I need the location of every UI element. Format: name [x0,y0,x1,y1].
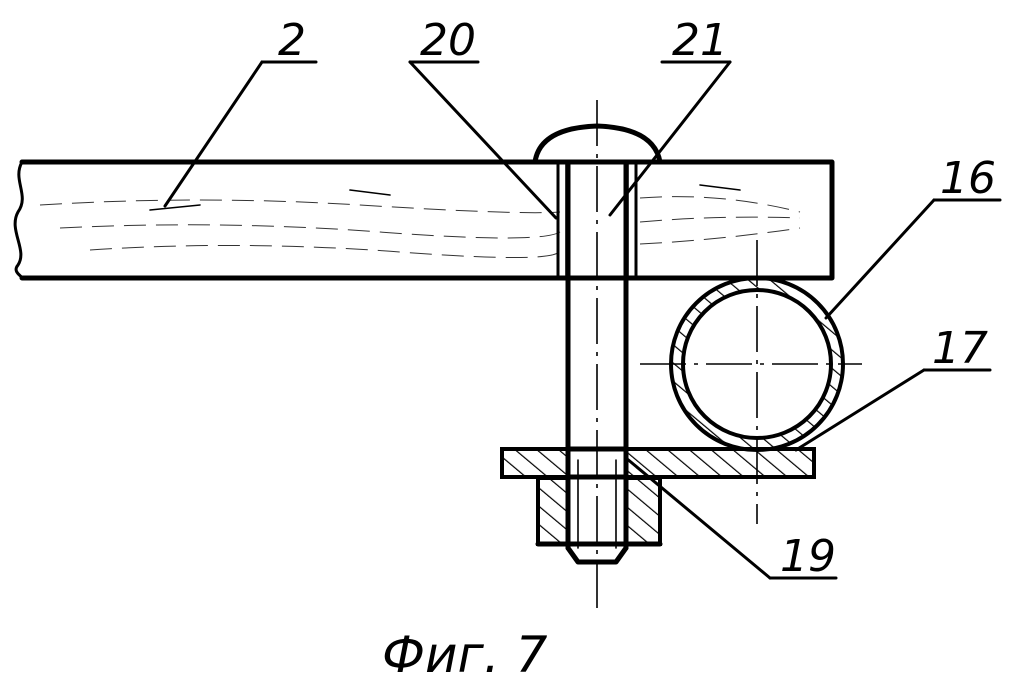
label-plate: 17 [932,323,988,374]
figure-caption: Фиг. 7 [382,626,548,684]
board [13,159,835,281]
label-bolt: 21 [672,15,728,66]
label-tube: 16 [940,153,996,204]
washer [535,475,663,547]
label-board: 2 [278,15,306,66]
label-washer: 19 [780,531,836,582]
tube [640,240,862,524]
label-bore: 20 [420,15,476,66]
leader-lines [163,60,1002,580]
plate [500,446,816,480]
